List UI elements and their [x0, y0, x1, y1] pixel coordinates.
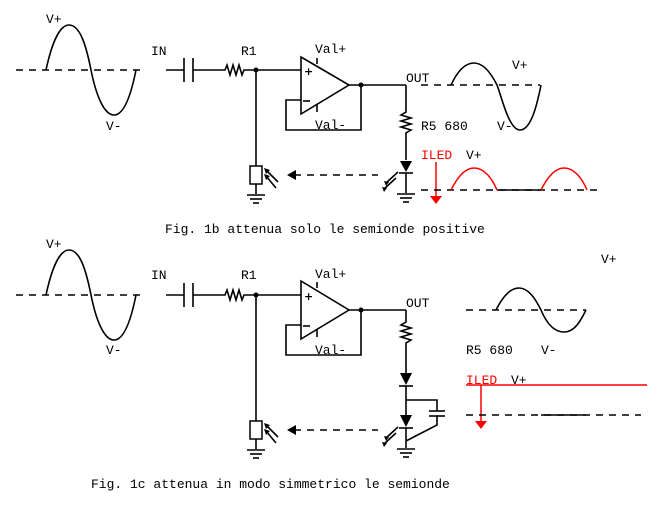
resistor-r5 [398, 85, 414, 160]
iled-label: ILED [421, 148, 452, 163]
input-waveform: V+ V- [16, 12, 145, 134]
out-vneg-label: V- [541, 343, 557, 358]
val-pos-label: Val+ [315, 267, 346, 282]
figure-caption: Fig. 1b attenua solo le semionde positiv… [165, 222, 485, 237]
photoresistor [247, 420, 279, 459]
output-waveform: V+ R5 680 V- [466, 252, 617, 358]
input-waveform: V+ V- [16, 237, 145, 358]
series-diode [399, 373, 413, 415]
iled-waveform: ILED V+ [421, 148, 597, 204]
figure-1c: V+ V- IN R1 + Val+ Val- OUT [16, 237, 647, 492]
iled-waveform: ILED V+ [466, 373, 647, 429]
input-vpos-label: V+ [46, 12, 62, 27]
ground-symbol [397, 448, 415, 458]
arrow-down-icon [475, 421, 487, 429]
out-label: OUT [406, 71, 430, 86]
input-vneg-label: V- [106, 119, 122, 134]
resistor-r5 [398, 310, 414, 373]
r5-label: R5 680 [421, 119, 468, 134]
val-pos-label: Val+ [315, 42, 346, 57]
op-amp: + Val+ Val- [300, 42, 351, 133]
out-vpos-label: V+ [601, 252, 617, 267]
r1-label: R1 [241, 44, 257, 59]
svg-text:+: + [304, 65, 313, 78]
r5-label: R5 680 [466, 343, 513, 358]
output-waveform: V+ V- [421, 58, 542, 134]
in-label: IN [151, 268, 167, 283]
resistor-r1 [222, 62, 256, 78]
input-capacitor [166, 283, 222, 307]
arrow-left-icon [287, 170, 296, 180]
led [382, 415, 413, 448]
input-vpos-label: V+ [46, 237, 62, 252]
op-amp: + Val+ Val- [300, 267, 351, 358]
in-label: IN [151, 44, 167, 59]
out-vpos-label: V+ [512, 58, 528, 73]
svg-text:+: + [304, 290, 313, 303]
out-label: OUT [406, 296, 430, 311]
parallel-capacitor [405, 399, 445, 442]
out-vneg-label: V- [497, 119, 513, 134]
iled-vpos-label: V+ [466, 148, 482, 163]
ground-symbol [397, 193, 415, 203]
arrow-left-icon [287, 425, 296, 435]
input-vneg-label: V- [106, 343, 122, 358]
input-sine [45, 24, 137, 116]
r1-label: R1 [241, 268, 257, 283]
photoresistor [247, 165, 279, 204]
input-capacitor [166, 58, 222, 82]
led [382, 161, 413, 193]
resistor-r1 [222, 287, 256, 303]
figure-1b: V+ V- IN R1 + Val+ Val- [16, 12, 597, 237]
arrow-down-icon [430, 196, 442, 204]
figure-caption: Fig. 1c attenua in modo simmetrico le se… [91, 477, 450, 492]
